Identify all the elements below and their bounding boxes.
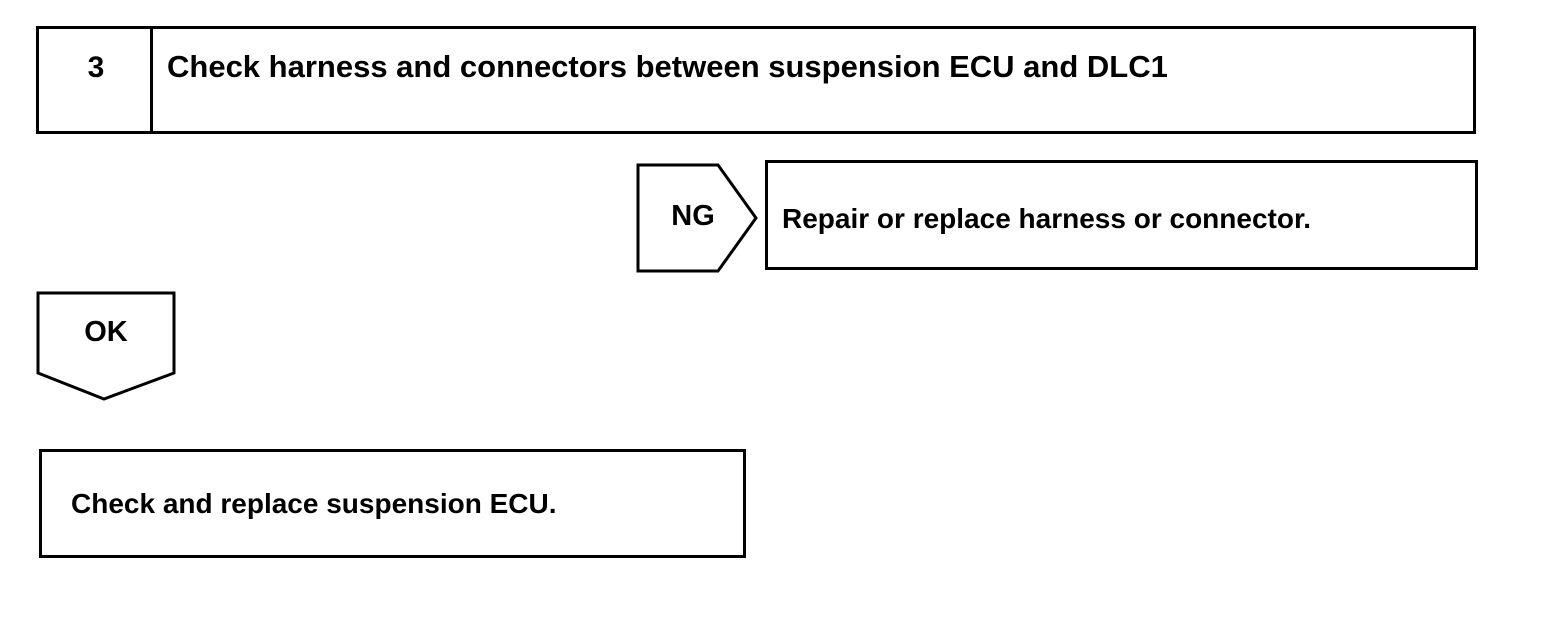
step-number-cell: 3 <box>39 29 153 131</box>
step-title: Check harness and connectors between sus… <box>167 49 1168 84</box>
ok-arrow-shape <box>36 291 176 401</box>
action-box: Check and replace suspension ECU. <box>39 449 746 558</box>
action-text: Check and replace suspension ECU. <box>71 488 557 519</box>
ng-result-text: Repair or replace harness or connector. <box>782 203 1312 234</box>
ng-arrow-shape <box>636 163 758 273</box>
ng-label: NG <box>671 200 715 232</box>
ng-result-box: Repair or replace harness or connector. <box>765 160 1478 270</box>
step-header: 3 Check harness and connectors between s… <box>36 26 1476 134</box>
ok-label: OK <box>84 316 128 348</box>
step-number: 3 <box>87 51 105 84</box>
